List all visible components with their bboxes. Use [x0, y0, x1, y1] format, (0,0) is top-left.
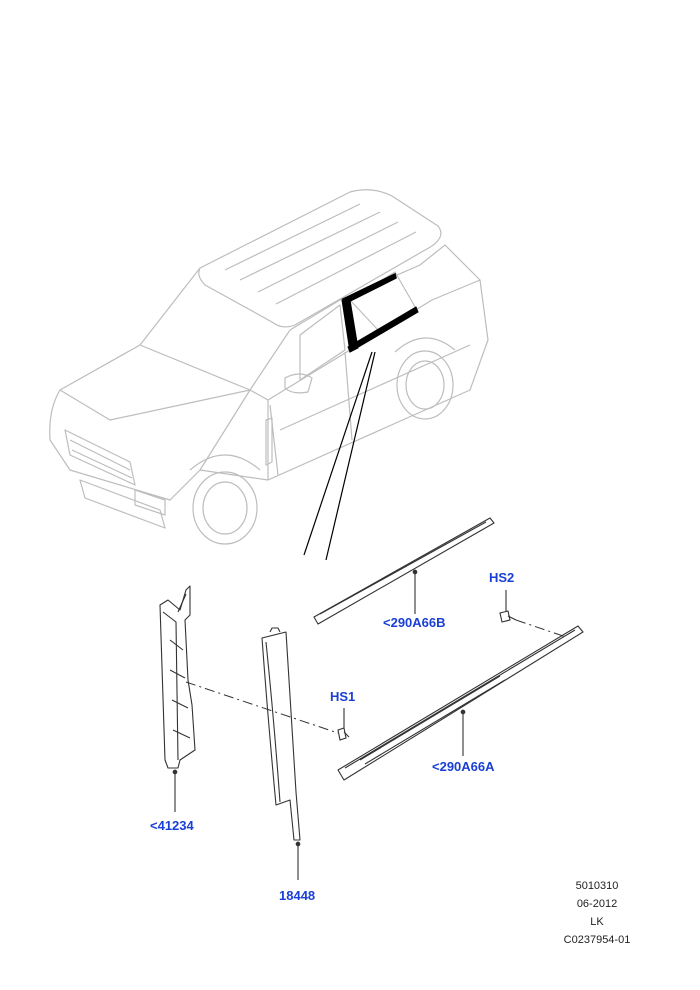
vehicle-illustration: [49, 189, 489, 545]
callout-hs2: HS2: [489, 570, 515, 585]
assembly-dashed-lines: [185, 619, 567, 734]
callout-41234: <41234: [150, 818, 194, 833]
pillar-trim-18448: [261, 627, 301, 880]
bracket-41234: [159, 585, 196, 812]
callout-290a66a: <290A66A: [432, 759, 495, 774]
reference-initials: LK: [590, 916, 604, 928]
moulding-upper: [313, 517, 495, 625]
callout-hs1: HS1: [330, 689, 356, 704]
reference-code: 5010310: [575, 880, 619, 892]
fastener-hs2: [499, 590, 517, 623]
vehicle-leader-lines: [303, 351, 376, 561]
callout-290a66b: <290A66B: [383, 615, 446, 630]
fastener-hs1: [337, 708, 350, 741]
highlighted-window-frame: [341, 272, 419, 353]
callout-18448: 18448: [279, 888, 316, 903]
reference-id: C0237954-01: [563, 934, 631, 946]
moulding-lower: [337, 625, 584, 781]
reference-date: 06-2012: [576, 898, 618, 910]
